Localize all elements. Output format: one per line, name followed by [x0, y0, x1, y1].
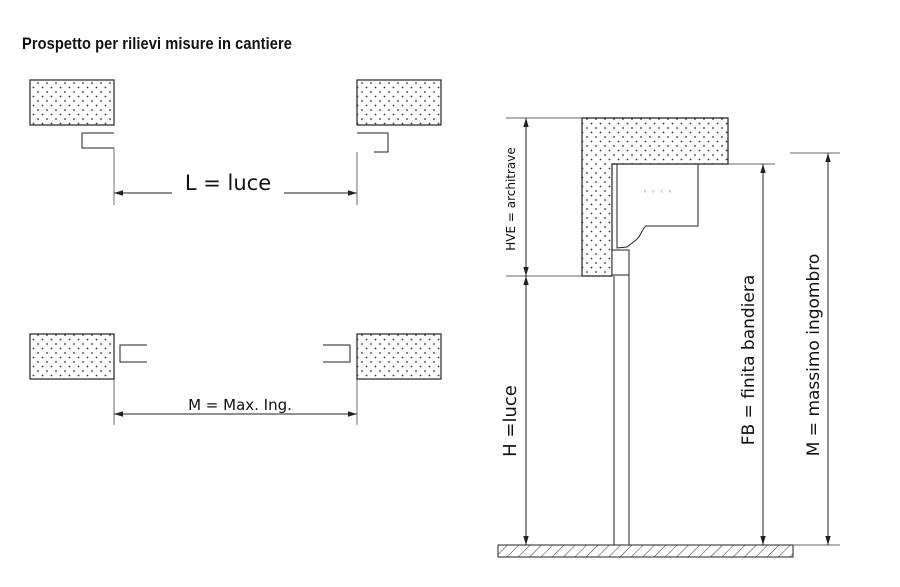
floor-hatch	[497, 544, 794, 558]
label-max-ing: M = Max. Ing.	[188, 396, 292, 414]
label-architrave: HVE = architrave	[504, 147, 518, 251]
frame-left-mid	[119, 344, 147, 363]
wall-left-mid	[29, 333, 115, 380]
guide-block	[611, 249, 630, 276]
lintel-wall	[581, 117, 729, 277]
label-luce: L = luce	[185, 171, 271, 195]
elevation-section: ◦ ◦ ◦ ◦ HVE = architrave H =luce FB = fi…	[497, 117, 840, 558]
wall-left-top	[29, 79, 115, 126]
label-finita-bandiera: FB = finita bandiera	[739, 275, 759, 446]
label-h-luce: H =luce	[500, 385, 521, 457]
frame-right-top	[357, 132, 389, 153]
lock-marks: ◦ ◦ ◦ ◦	[643, 188, 673, 196]
plan-luce: L = luce	[29, 79, 442, 205]
frame-left-top	[81, 132, 114, 149]
label-massimo-ingombro: M = massimo ingombro	[804, 254, 824, 457]
plan-max-ing: M = Max. Ing.	[29, 333, 442, 425]
wall-right-mid	[356, 333, 442, 380]
wall-right-top	[356, 79, 442, 126]
page-title: Prospetto per rilievi misure in cantiere	[22, 34, 292, 53]
roller-box	[616, 163, 699, 249]
frame-right-mid	[323, 344, 351, 363]
